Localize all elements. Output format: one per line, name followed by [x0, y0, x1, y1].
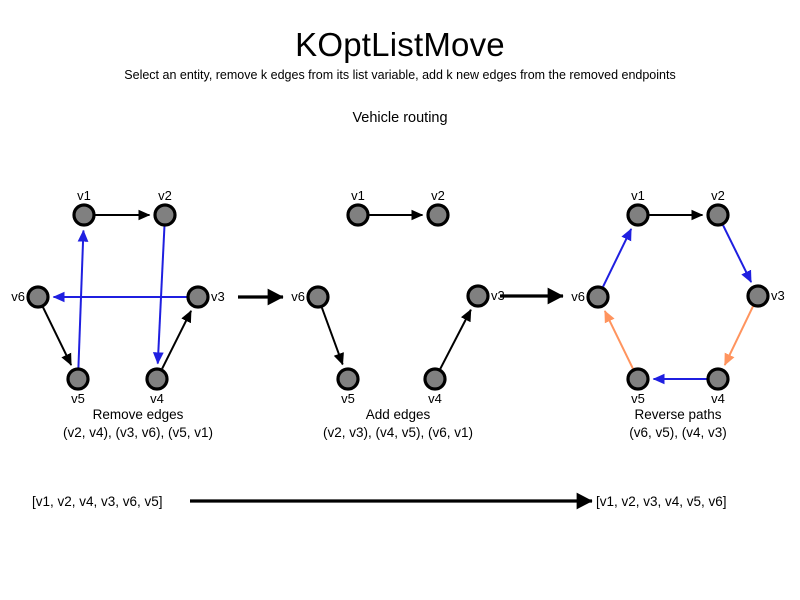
nodes-layer: v1 v2 v3 v4 v5 v6 v1 v2 v3 v4 v5 v6 v1 v2 v3 v4 v5 v6 — [11, 188, 784, 406]
edge-remove-edges-v6-v5 — [42, 306, 73, 366]
caption-detail-reverse-paths: (v6, v5), (v4, v3) — [629, 425, 727, 440]
node-label-v1: v1 — [77, 188, 91, 203]
node-circle-v1[interactable] — [72, 203, 96, 227]
result-layer: [v1, v2, v4, v3, v6, v5] [v1, v2, v3, v4,… — [32, 492, 727, 510]
node-remove-edges-v3[interactable]: v3 — [186, 285, 225, 309]
edge-reverse-paths-v5-v6 — [603, 310, 634, 370]
node-reverse-paths-v6[interactable]: v6 — [571, 285, 610, 309]
node-reverse-paths-v2[interactable]: v2 — [706, 188, 730, 227]
node-circle-v1[interactable] — [346, 203, 370, 227]
captions-layer: Remove edges (v2, v4), (v3, v6), (v5, v1)… — [63, 407, 727, 440]
node-label-v3: v3 — [491, 288, 505, 303]
node-label-v1: v1 — [631, 188, 645, 203]
node-label-v4: v4 — [428, 391, 442, 406]
edge-reverse-paths-v3-v4 — [723, 305, 754, 366]
section-heading: Vehicle routing — [352, 110, 448, 126]
node-remove-edges-v6[interactable]: v6 — [11, 285, 50, 309]
caption-title-remove-edges: Remove edges — [93, 407, 184, 422]
node-circle-v1[interactable] — [626, 203, 650, 227]
node-add-edges-v6[interactable]: v6 — [291, 285, 330, 309]
caption-title-add-edges: Add edges — [366, 407, 431, 422]
node-label-v2: v2 — [158, 188, 172, 203]
node-label-v4: v4 — [711, 391, 725, 406]
node-circle-v3[interactable] — [466, 284, 490, 308]
node-label-v5: v5 — [71, 391, 85, 406]
edges-layer — [42, 209, 754, 385]
node-circle-v4[interactable] — [706, 367, 730, 391]
node-circle-v2[interactable] — [153, 203, 177, 227]
edge-remove-edges-v2-v4 — [152, 226, 166, 365]
node-circle-v4[interactable] — [145, 367, 169, 391]
node-reverse-paths-v3[interactable]: v3 — [746, 284, 785, 308]
node-label-v5: v5 — [631, 391, 645, 406]
node-label-v3: v3 — [211, 289, 225, 304]
node-label-v3: v3 — [771, 288, 785, 303]
node-label-v1: v1 — [351, 188, 365, 203]
node-add-edges-v5[interactable]: v5 — [336, 367, 360, 406]
node-label-v6: v6 — [571, 289, 585, 304]
node-circle-v5[interactable] — [626, 367, 650, 391]
page-title: KOptListMove — [295, 26, 505, 63]
result-after-list: [v1, v2, v3, v4, v5, v6] — [596, 494, 727, 509]
node-reverse-paths-v1[interactable]: v1 — [626, 188, 650, 227]
node-circle-v2[interactable] — [426, 203, 450, 227]
node-reverse-paths-v4[interactable]: v4 — [706, 367, 730, 406]
node-label-v4: v4 — [150, 391, 164, 406]
node-add-edges-v1[interactable]: v1 — [346, 188, 370, 227]
node-label-v5: v5 — [341, 391, 355, 406]
node-circle-v2[interactable] — [706, 203, 730, 227]
edge-reverse-paths-v6-v1 — [602, 228, 633, 288]
node-label-v6: v6 — [291, 289, 305, 304]
node-remove-edges-v1[interactable]: v1 — [72, 188, 96, 227]
node-circle-v3[interactable] — [186, 285, 210, 309]
edge-reverse-paths-v2-v3 — [722, 224, 753, 283]
node-label-v6: v6 — [11, 289, 25, 304]
node-circle-v6[interactable] — [26, 285, 50, 309]
node-label-v2: v2 — [711, 188, 725, 203]
node-circle-v5[interactable] — [66, 367, 90, 391]
edge-remove-edges-v5-v1 — [77, 229, 89, 368]
edge-remove-edges-v4-v3 — [161, 310, 192, 370]
node-circle-v5[interactable] — [336, 367, 360, 391]
node-circle-v3[interactable] — [746, 284, 770, 308]
node-label-v2: v2 — [431, 188, 445, 203]
caption-title-reverse-paths: Reverse paths — [634, 407, 721, 422]
node-add-edges-v3[interactable]: v3 — [466, 284, 505, 308]
caption-detail-add-edges: (v2, v3), (v4, v5), (v6, v1) — [323, 425, 473, 440]
node-circle-v6[interactable] — [586, 285, 610, 309]
edge-add-edges-v4-v3 — [439, 309, 472, 370]
node-reverse-paths-v5[interactable]: v5 — [626, 367, 650, 406]
caption-detail-remove-edges: (v2, v4), (v3, v6), (v5, v1) — [63, 425, 213, 440]
page-subtitle: Select an entity, remove k edges from it… — [124, 68, 676, 82]
node-circle-v4[interactable] — [423, 367, 447, 391]
edge-add-edges-v6-v5 — [321, 307, 344, 366]
node-remove-edges-v2[interactable]: v2 — [153, 188, 177, 227]
node-add-edges-v4[interactable]: v4 — [423, 367, 447, 406]
transitions-layer — [238, 287, 564, 306]
result-before-list: [v1, v2, v4, v3, v6, v5] — [32, 494, 163, 509]
node-remove-edges-v4[interactable]: v4 — [145, 367, 169, 406]
node-add-edges-v2[interactable]: v2 — [426, 188, 450, 227]
node-circle-v6[interactable] — [306, 285, 330, 309]
node-remove-edges-v5[interactable]: v5 — [66, 367, 90, 406]
